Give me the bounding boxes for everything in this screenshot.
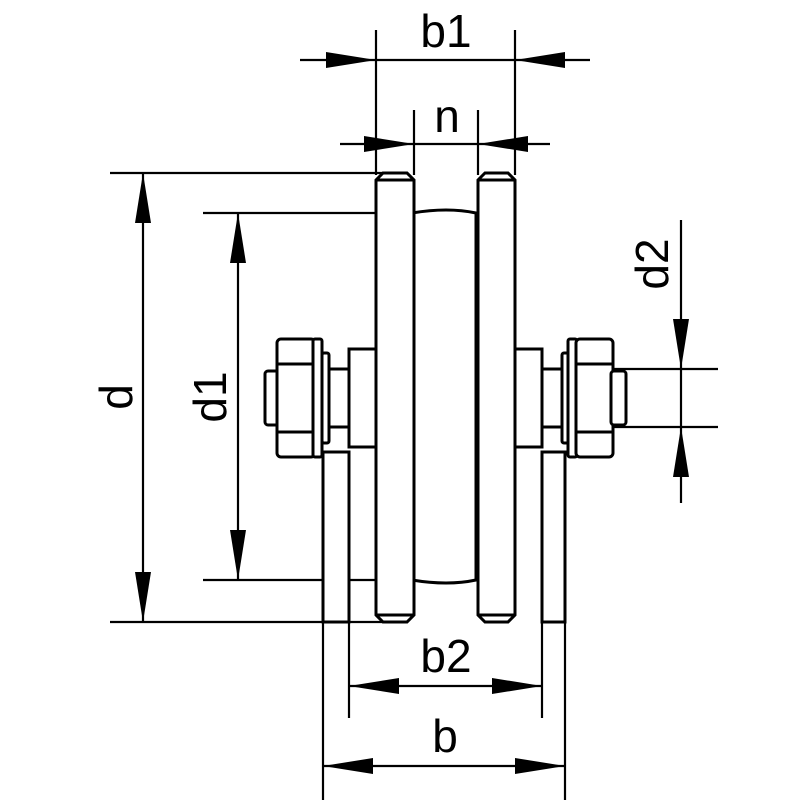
- d1-arrow-top: [230, 213, 246, 263]
- b-arrow-left: [323, 758, 373, 774]
- arrowheads: [135, 52, 689, 774]
- left-bracket-plate: [321, 450, 351, 624]
- n-arrow-left: [364, 136, 414, 152]
- b2-arrow-left: [349, 678, 399, 694]
- right-bracket-plate: [540, 450, 567, 624]
- left-nut: [275, 337, 317, 459]
- b1-arrow-left: [326, 52, 376, 68]
- wheel-tread: [410, 208, 478, 585]
- dim-label-d2: d2: [626, 238, 678, 289]
- n-arrow-right: [478, 136, 528, 152]
- left-fastener: [263, 337, 331, 459]
- wheel: [320, 171, 568, 624]
- right-flange: [476, 171, 517, 624]
- left-washer-inner: [320, 351, 331, 445]
- d-arrow-bottom: [135, 572, 151, 622]
- dim-label-b2: b2: [420, 630, 471, 682]
- left-bearing-boss: [347, 347, 378, 449]
- right-stud-end: [609, 369, 628, 427]
- dim-label-b1: b1: [420, 5, 471, 57]
- right-nut: [574, 337, 615, 459]
- dimension-labels: b1 n d d1 d2 b2 b: [90, 5, 678, 762]
- d2-arrow-top: [673, 319, 689, 369]
- dim-label-d: d: [90, 384, 142, 410]
- right-fastener: [560, 337, 628, 459]
- b1-arrow-right: [515, 52, 565, 68]
- left-flange: [374, 171, 416, 624]
- dim-label-b: b: [432, 710, 458, 762]
- b-arrow-right: [515, 758, 565, 774]
- d2-arrow-bottom: [673, 427, 689, 477]
- d1-arrow-bottom: [230, 530, 246, 580]
- d-arrow-top: [135, 173, 151, 223]
- b2-arrow-right: [492, 678, 542, 694]
- right-bearing-boss: [513, 347, 544, 449]
- dim-label-n: n: [434, 90, 460, 142]
- dim-label-d1: d1: [184, 371, 236, 422]
